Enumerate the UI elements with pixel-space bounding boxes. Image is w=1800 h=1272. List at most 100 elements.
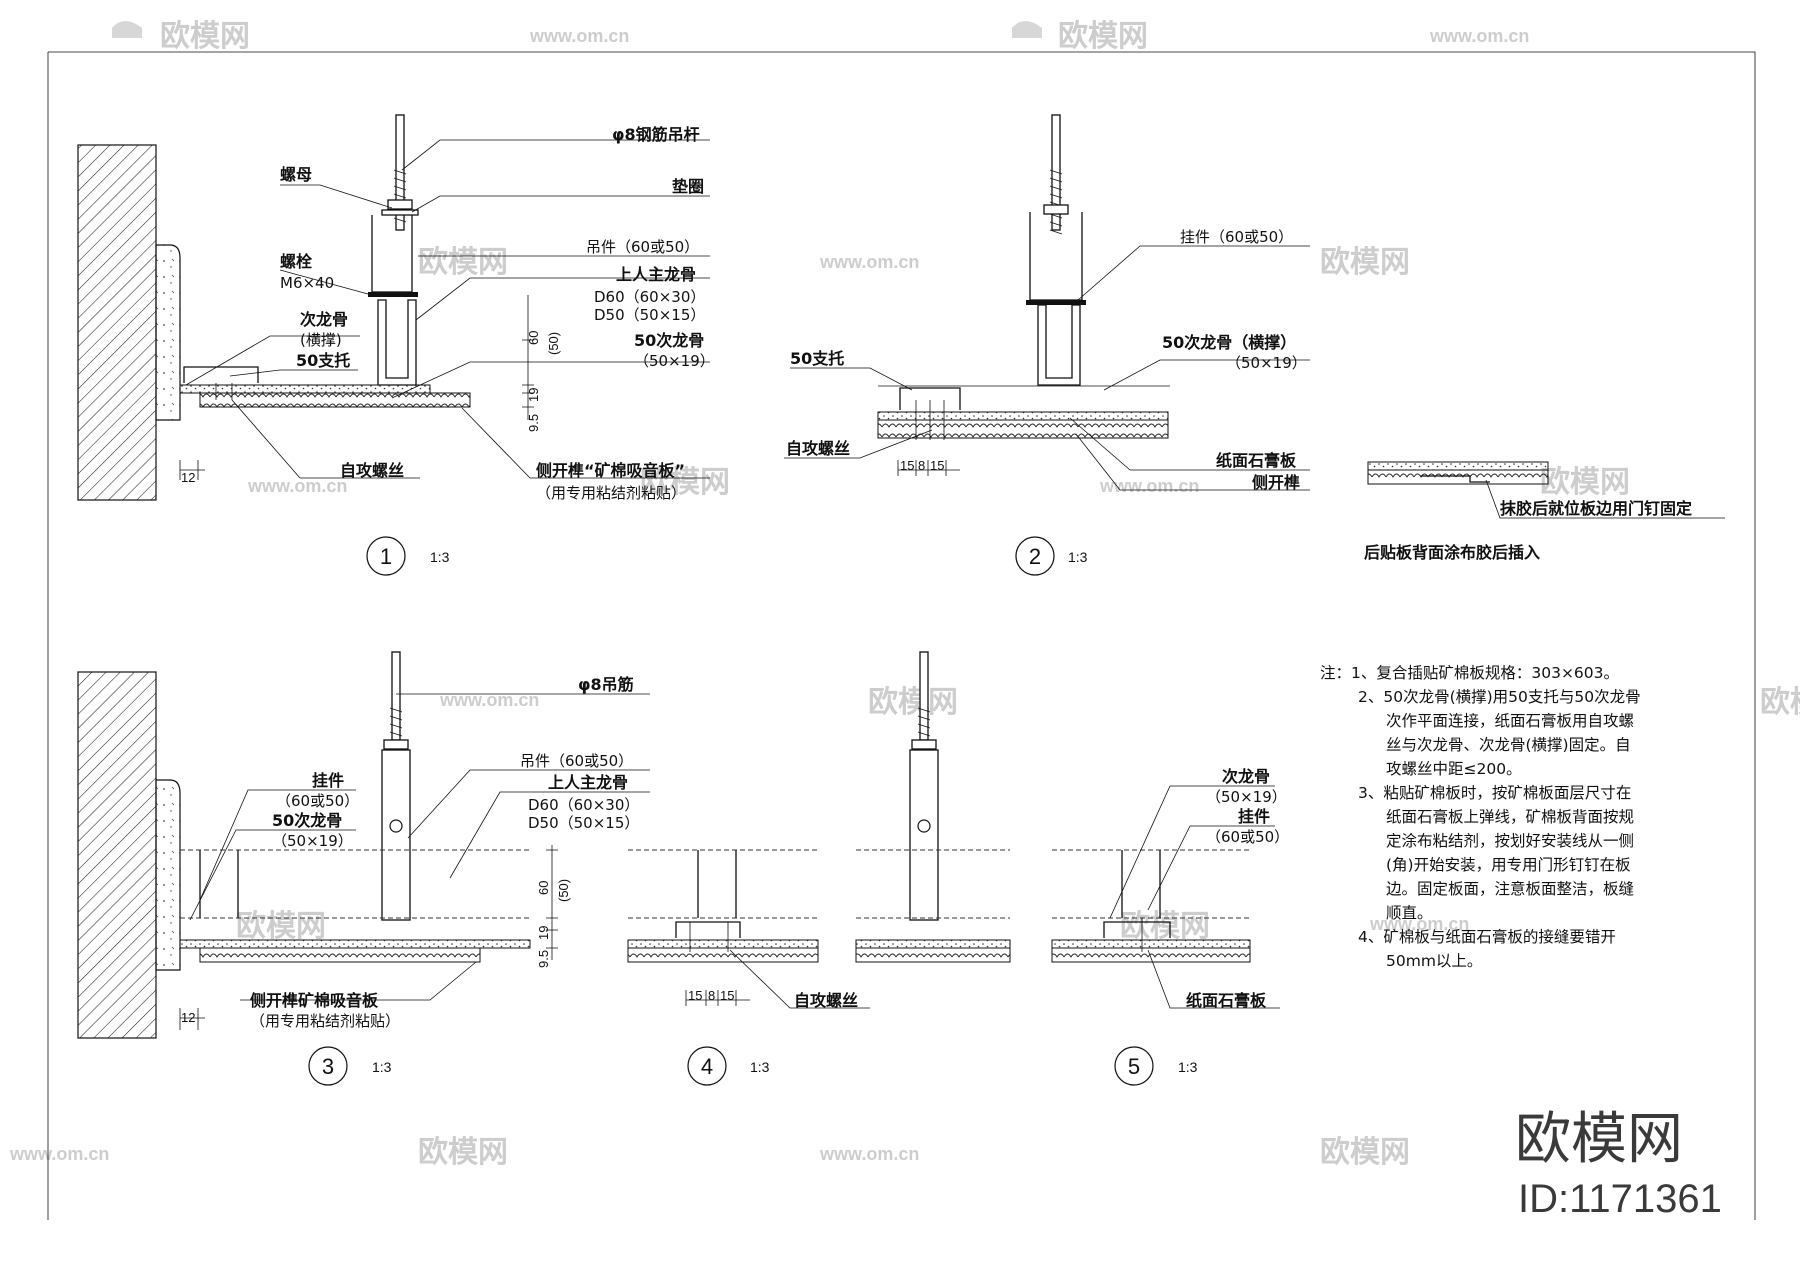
label-keel50: 50次龙骨: [272, 811, 342, 830]
detail-number-circle: [1114, 1046, 1154, 1086]
leader: [231, 399, 420, 479]
detail-scale: 1:3: [1178, 1059, 1198, 1075]
hanger: [909, 749, 939, 921]
watermark-url: www.om.cn: [1429, 26, 1529, 46]
main-keel-line: [1052, 849, 1250, 919]
washer: [381, 209, 419, 216]
label-board: 侧开榫矿棉吸音板: [250, 991, 379, 1010]
watermark-url: www.om.cn: [247, 476, 347, 496]
rod-thread: [917, 707, 931, 745]
dimension-line: [179, 1008, 205, 1030]
gypsum-board: [1051, 939, 1251, 949]
note-line: 定涂布粘结剂，按划好安装线从一侧: [1386, 832, 1634, 850]
leader: [1103, 359, 1310, 391]
watermark-brand: 欧模网: [1058, 19, 1148, 54]
leader: [1485, 479, 1725, 519]
label-d60: D60（60×30）: [528, 796, 639, 814]
hanger: [381, 749, 411, 921]
nut: [1043, 204, 1069, 215]
label-sub-keel: 次龙骨: [1222, 767, 1270, 786]
detail-scale: 1:3: [1068, 549, 1088, 565]
label-screw: 自攻螺丝: [340, 461, 404, 480]
note-line: 攻螺丝中距≤200。: [1386, 760, 1522, 778]
dim-19: 19: [526, 388, 541, 402]
steel-rod: [395, 114, 405, 231]
label-gypsum: 纸面石膏板: [1186, 991, 1267, 1010]
label-board: 侧开榫“矿棉吸音板”: [536, 461, 685, 480]
dim-60: 60: [536, 881, 551, 895]
label-keel50-size: （50×19）: [634, 352, 715, 370]
watermark-brand: 欧模网: [640, 465, 730, 500]
label-sub-keel-2: (横撑): [300, 331, 342, 349]
concrete-wall: [77, 671, 157, 1039]
brand-logo: 欧模网: [1515, 1107, 1683, 1172]
detail-number-circle: [1015, 536, 1055, 576]
leader: [391, 361, 710, 399]
label-rod: φ8吊筋: [578, 675, 634, 694]
label-bolt: 螺栓: [280, 252, 313, 271]
brand-block: 欧模网 ID:1171361: [1515, 1107, 1722, 1221]
label-main-keel: 上人主龙骨: [616, 265, 696, 284]
label-keel50-size: （50×19）: [272, 832, 353, 850]
leader: [1147, 825, 1275, 911]
dim-60: 60: [526, 331, 541, 345]
leader: [401, 139, 710, 171]
note-line: 4、矿棉板与纸面石膏板的接缝要错开: [1358, 928, 1616, 946]
detail-4: 15 8 15 自攻螺丝 4 1:3: [627, 651, 1011, 1086]
watermark-url: www.om.cn: [1099, 476, 1199, 496]
gypsum-board: [179, 939, 531, 949]
leader: [784, 429, 933, 459]
bolt: [1026, 300, 1086, 305]
dim-9-5: 9.5: [526, 414, 541, 432]
dimension-line: [897, 460, 960, 476]
watermark-brand: 欧模网: [1120, 909, 1210, 944]
label-keel50: 50次龙骨: [634, 331, 704, 350]
support-50: [675, 921, 741, 938]
nut: [387, 199, 413, 210]
gypsum-board: [179, 384, 431, 394]
notes-block: 注：1、复合插贴矿棉板规格：303×603。 2、50次龙骨(横撑)用50支托与…: [1320, 664, 1641, 970]
watermark-brand: 欧模网: [418, 1135, 508, 1170]
sub-keel: [1121, 850, 1161, 918]
watermark-url: www.om.cn: [819, 252, 919, 272]
tenon-joint: [1420, 475, 1490, 483]
leader: [1109, 785, 1275, 919]
detail-number: 5: [1128, 1054, 1140, 1079]
dim-9-5: 9.5: [536, 950, 551, 968]
main-keel: [1037, 304, 1081, 386]
watermark-url: www.om.cn: [1369, 914, 1469, 934]
plaster-layer: [155, 244, 181, 421]
watermark-brand: 欧模网: [236, 909, 326, 944]
note-line: (角)开始安装，用专用门形钉钉在板: [1386, 856, 1631, 874]
leader: [415, 277, 710, 321]
dim-15b: 15: [720, 988, 734, 1003]
sub-keel: [199, 850, 239, 918]
label-main-keel: 上人主龙骨: [548, 773, 628, 792]
label-keel50-size: （50×19）: [1226, 354, 1307, 372]
dim-12: 12: [181, 1010, 195, 1025]
label-nut: 螺母: [280, 165, 312, 184]
nut: [383, 739, 409, 750]
leader: [1075, 433, 1310, 491]
leader: [1147, 949, 1280, 1009]
label-d50: D50（50×15）: [528, 814, 639, 832]
leader: [1069, 417, 1310, 471]
label-pendant: 挂件: [1238, 807, 1270, 826]
gypsum-board: [877, 411, 1169, 421]
note-line: 丝与次龙骨、次龙骨(横撑)固定。自: [1386, 736, 1631, 754]
mineral-wool-board: [199, 947, 481, 963]
label-support: 50支托: [790, 349, 844, 368]
note-line: 2、50次龙骨(横撑)用50支托与50次龙骨: [1358, 688, 1641, 706]
dim-12: 12: [181, 470, 195, 485]
detail-number: 3: [322, 1054, 334, 1079]
detail-number-circle: [687, 1046, 727, 1086]
label-tenon: 侧开榫: [1252, 473, 1300, 492]
bolt: [368, 292, 418, 297]
label-gypsum: 纸面石膏板: [1216, 451, 1297, 470]
bolt: [389, 819, 403, 833]
note-line: 注：1、复合插贴矿棉板规格：303×603。: [1320, 664, 1619, 682]
label-keel50: 50次龙骨（横撑）: [1162, 333, 1296, 352]
leader: [790, 367, 913, 391]
label-rod: φ8钢筋吊杆: [612, 125, 700, 144]
